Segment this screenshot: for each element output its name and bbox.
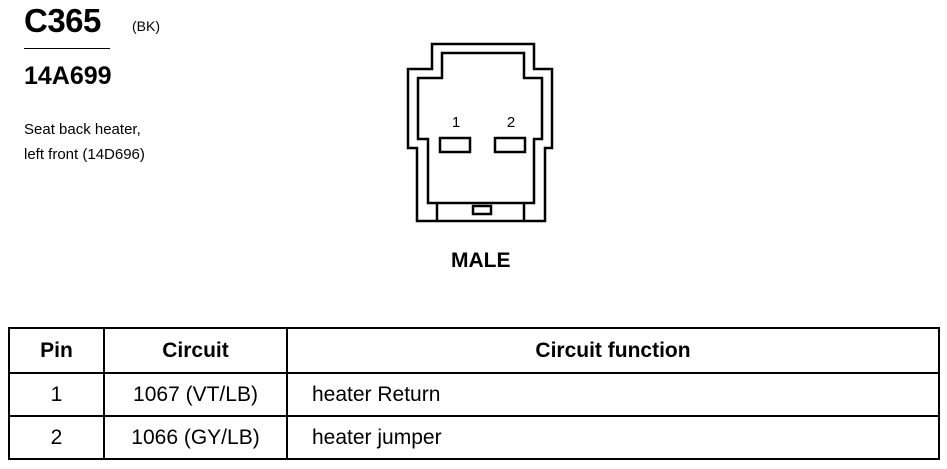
description-line-2: left front (14D696) xyxy=(24,146,145,163)
column-header-pin: Pin xyxy=(8,327,105,374)
circuit-cell: 1066 (GY/LB) xyxy=(103,415,288,460)
pin-2-terminal xyxy=(493,136,527,154)
pinout-table: Pin Circuit Circuit function 1 1067 (VT/… xyxy=(8,327,940,460)
function-cell: heater jumper xyxy=(286,415,940,460)
pin-1-terminal xyxy=(438,136,472,154)
pin-cell: 1 xyxy=(8,372,105,417)
connector-outer-outline xyxy=(406,42,554,223)
description-line-1: Seat back heater, xyxy=(24,121,141,138)
table-header-row: Pin Circuit Circuit function xyxy=(8,327,940,374)
connector-gender-label: MALE xyxy=(451,249,511,272)
pin-1-label: 1 xyxy=(452,114,460,131)
function-cell: heater Return xyxy=(286,372,940,417)
connector-face-diagram: 1 2 xyxy=(406,42,554,223)
connector-key xyxy=(471,204,493,216)
circuit-cell: 1067 (VT/LB) xyxy=(103,372,288,417)
pin-2-label: 2 xyxy=(507,114,515,131)
pin-cell: 2 xyxy=(8,415,105,460)
table-row: 1 1067 (VT/LB) heater Return xyxy=(8,372,940,417)
column-header-circuit: Circuit xyxy=(103,327,288,374)
column-header-circuit-function: Circuit function xyxy=(286,327,940,374)
connector-inner-outline xyxy=(416,51,544,205)
title-divider xyxy=(24,48,110,49)
part-number: 14A699 xyxy=(24,62,112,90)
connector-id: C365 xyxy=(24,2,101,39)
table-row: 2 1066 (GY/LB) heater jumper xyxy=(8,415,940,460)
connector-color-code: (BK) xyxy=(132,18,160,34)
